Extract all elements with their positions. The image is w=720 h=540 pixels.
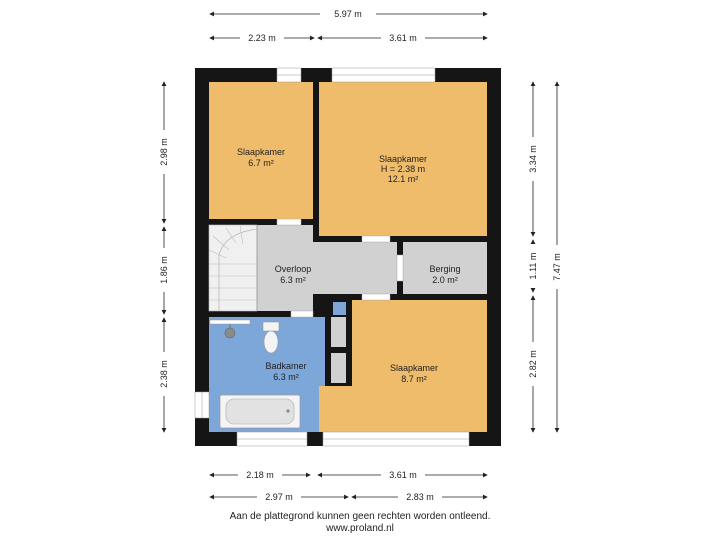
room-berging [403,242,487,294]
label-berging: Berging 2.0 m² [429,264,460,285]
shaft-bottom [331,353,346,383]
dimension-label: 2.98 m [159,138,169,166]
room-name: Slaapkamer [237,147,285,157]
dimension-label: 2.23 m [248,33,276,43]
bathtub [219,394,301,429]
label-slaapkamer-2: Slaapkamer H = 2.38 m 12.1 m² [379,154,427,184]
dimension-label: 3.61 m [389,470,417,480]
dimension-label: 1.86 m [159,256,169,284]
room-name: Slaapkamer [379,154,427,164]
door-slaapkamer-2 [361,235,391,243]
dimension-bottom-left-1: 2.18 m [209,469,311,481]
label-slaapkamer-1: Slaapkamer 6.7 m² [237,147,285,168]
room-area: 6.7 m² [248,158,274,168]
dimension-label: 2.82 m [528,350,538,378]
dimension-label: 3.34 m [528,145,538,173]
dimension-label: 2.83 m [406,492,434,502]
door-badkamer [290,310,314,318]
window-panes [201,74,469,440]
dimension-bottom-left-2: 2.97 m [209,491,349,503]
door-slaapkamer-3 [361,293,391,301]
dimension-label: 2.18 m [246,470,274,480]
room-area: 6.3 m² [273,372,299,382]
dimension-label: 2.97 m [265,492,293,502]
room-slaapkamer-3 [319,300,487,432]
dimension-label: 1.11 m [528,253,538,280]
dimension-right-total: 7.47 m [551,81,563,433]
dimension-top-left: 2.23 m [209,32,315,44]
dimension-label: 3.61 m [389,33,417,43]
room-area: 6.3 m² [280,275,306,285]
shower-fixture [209,319,251,325]
dimension-label: 7.47 m [552,253,562,281]
label-slaapkamer-3: Slaapkamer 8.7 m² [390,363,438,384]
dimension-left-middle: 1.86 m [158,226,170,315]
room-height: H = 2.38 m [381,164,425,174]
dimension-left-bottom: 2.38 m [158,317,170,433]
door-slaapkamer-1 [276,218,302,226]
room-area: 2.0 m² [432,275,458,285]
shaft-small [333,302,346,315]
shaft-top [331,317,346,347]
room-name: Slaapkamer [390,363,438,373]
footer-website[interactable]: www.proland.nl [326,523,394,534]
room-name: Badkamer [265,361,306,371]
toilet [262,321,280,354]
label-badkamer: Badkamer 6.3 m² [265,361,306,382]
door-openings [276,218,404,318]
dimension-top-total: 5.97 m [209,8,488,20]
dimension-bottom-right-1: 3.61 m [317,469,488,481]
room-slaapkamer-1 [209,82,313,219]
dimension-top-right: 3.61 m [317,32,488,44]
dimension-bottom-right-2: 2.83 m [351,491,488,503]
room-slaapkamer-2 [319,82,487,236]
staircase [208,224,258,312]
room-name: Berging [429,264,460,274]
door-berging [396,254,404,282]
dimension-label: 2.38 m [159,360,169,388]
dimension-label: 5.97 m [334,9,362,19]
room-area: 12.1 m² [388,174,419,184]
dimension-right-top: 3.34 m [527,81,539,237]
footer-disclaimer: Aan de plattegrond kunnen geen rechten w… [229,511,491,522]
room-area: 8.7 m² [401,374,427,384]
room-name: Overloop [275,264,312,274]
dimension-right-middle: 1.11 m [527,239,539,293]
dimension-left-top: 2.98 m [158,81,170,224]
label-overloop: Overloop 6.3 m² [275,264,312,285]
dimension-right-bottom: 2.82 m [527,295,539,433]
